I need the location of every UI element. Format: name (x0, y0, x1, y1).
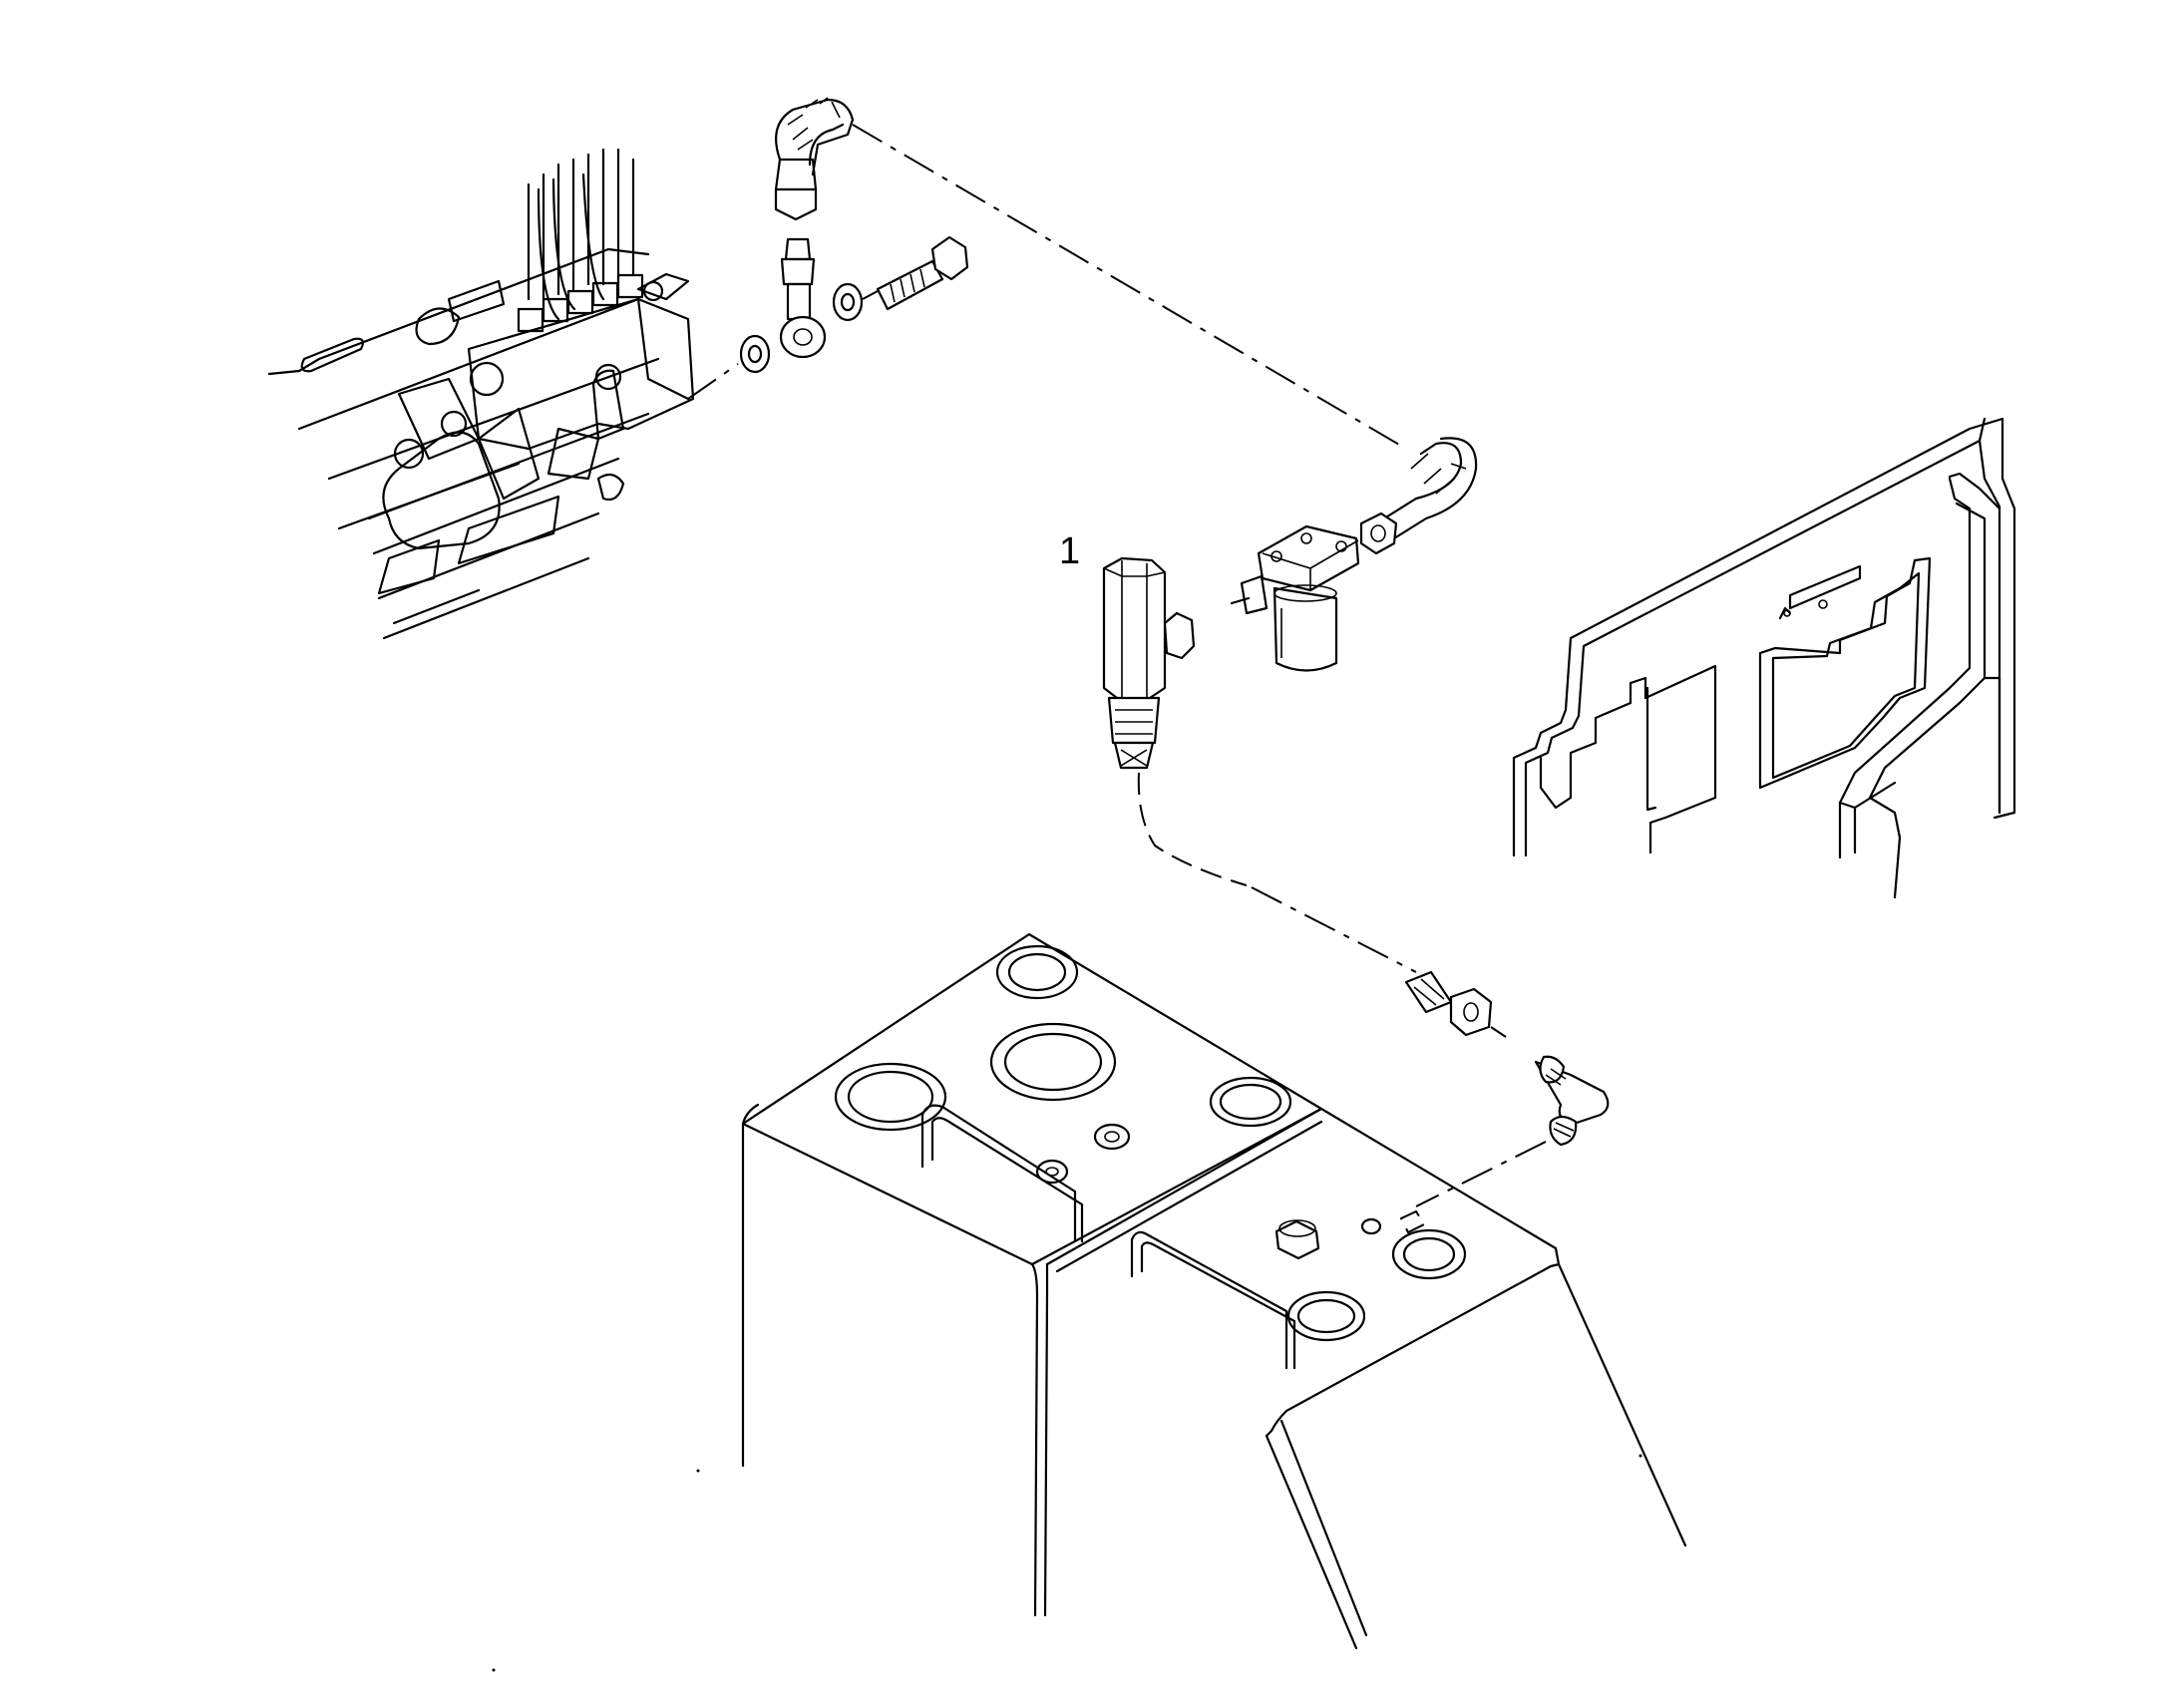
fuel-hose-upper (775, 97, 1407, 450)
callout-label-1: 1 (1059, 530, 1080, 572)
fuel-sender-item-1: 1 (1059, 530, 1417, 973)
banjo-fitting-group (687, 158, 969, 400)
fuel-tank (492, 932, 1687, 1672)
fuel-filter (1230, 437, 1478, 672)
engine-injection-pump (267, 148, 695, 640)
tank-fittings (1404, 970, 1610, 1207)
body-panel (1512, 417, 2016, 899)
